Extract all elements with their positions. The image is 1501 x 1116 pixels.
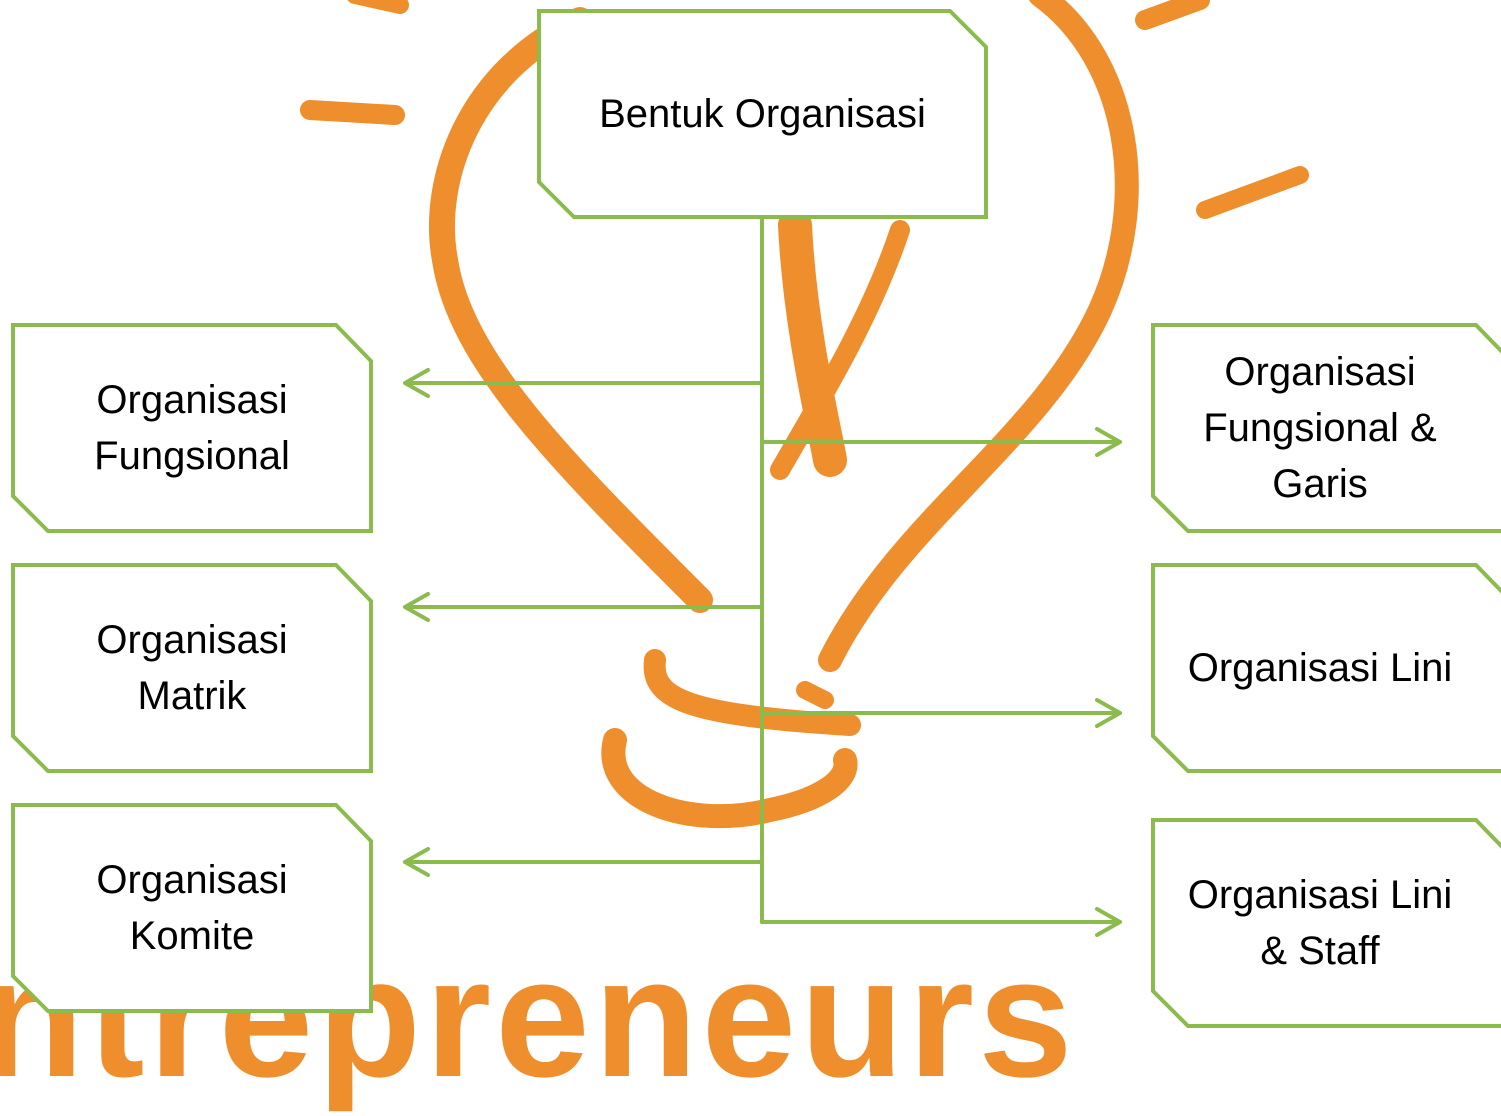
node-shape	[11, 323, 373, 533]
node-shape	[11, 563, 373, 773]
node-organisasi-lini-staff: Organisasi Lini & Staff	[1151, 818, 1501, 1028]
node-organisasi-lini: Organisasi Lini	[1151, 563, 1501, 773]
lightbulb-illustration	[300, 0, 1309, 829]
arrow-to-fungsional-garis	[760, 427, 1122, 457]
root-node: Bentuk Organisasi	[537, 9, 988, 219]
arrow-to-lini-staff	[760, 907, 1122, 937]
node-shape	[1151, 323, 1501, 533]
node-shape	[11, 803, 373, 1013]
node-label: Organisasi Matrik	[96, 618, 288, 718]
arrow-to-fungsional	[403, 368, 764, 398]
node-label: Organisasi Komite	[96, 858, 288, 958]
connector-lines	[403, 218, 1122, 937]
node-organisasi-fungsional-garis: Organisasi Fungsional & Garis	[1151, 323, 1501, 533]
node-label: Organisasi Lini	[1187, 646, 1453, 690]
node-organisasi-matrik: Organisasi Matrik	[11, 563, 373, 773]
node-organisasi-fungsional: Organisasi Fungsional	[11, 323, 373, 533]
arrow-to-komite	[403, 847, 764, 877]
node-organisasi-komite: Organisasi Komite	[11, 803, 373, 1013]
node-shape	[1151, 818, 1501, 1028]
node-label: Organisasi Fungsional	[94, 378, 290, 478]
node-label: Organisasi Lini & Staff	[1187, 873, 1453, 973]
arrow-to-lini	[760, 698, 1122, 728]
arrow-to-matrik	[403, 592, 764, 622]
node-label: Organisasi Fungsional & Garis	[1203, 350, 1437, 506]
root-node-label: Bentuk Organisasi	[599, 92, 926, 136]
node-shape	[537, 9, 988, 219]
node-shape	[1151, 563, 1501, 773]
